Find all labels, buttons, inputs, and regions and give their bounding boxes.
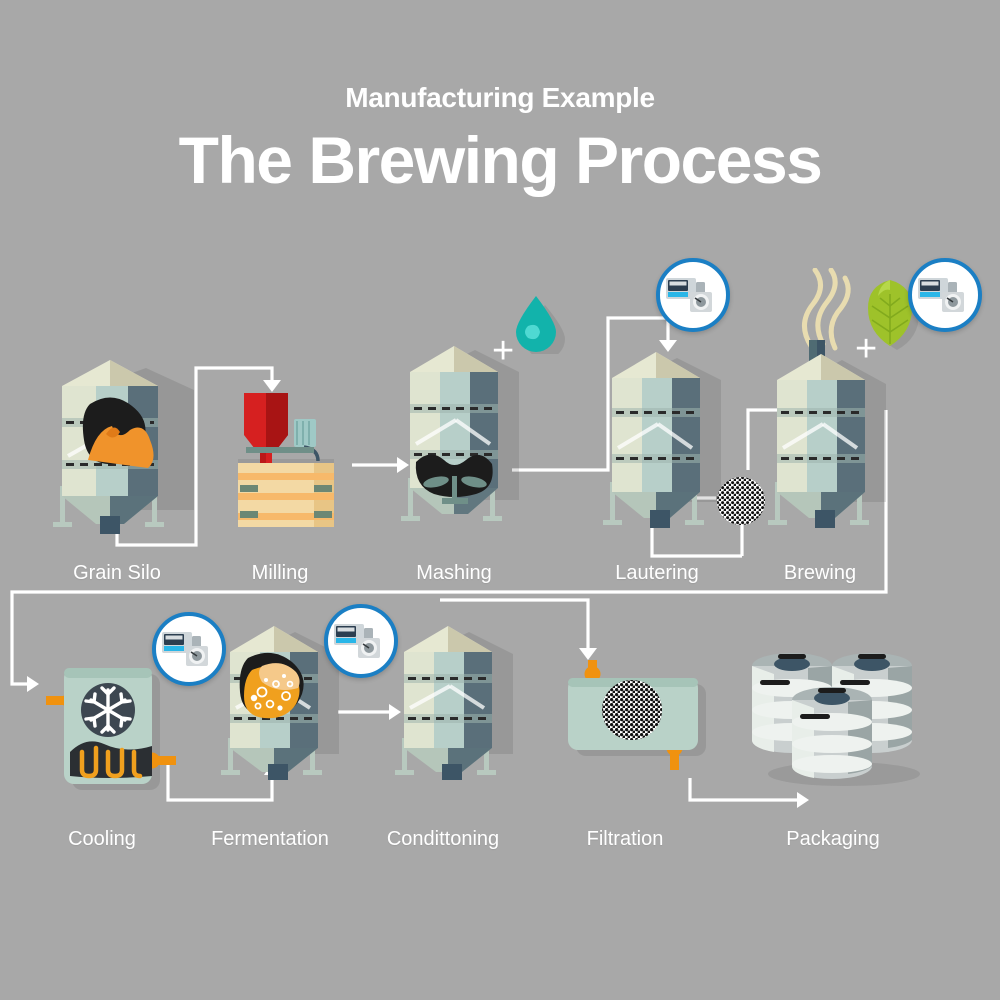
illustration-lautering	[600, 346, 728, 538]
illustration-condittoning	[392, 622, 520, 786]
stage-label-grain-silo: Grain Silo	[73, 562, 161, 584]
illustration-cooling	[46, 660, 176, 792]
sensor-badge-lautering[interactable]	[656, 258, 730, 332]
illustration-grain-silo	[48, 356, 198, 536]
sensor-badge-brewing[interactable]	[908, 258, 982, 332]
stage-label-condittoning: Condittoning	[386, 828, 500, 850]
stage-label-packaging: Packaging	[786, 828, 880, 850]
plus-icon-brewing: +	[855, 328, 878, 370]
subtitle: Manufacturing Example	[345, 82, 655, 113]
illustration-milling	[218, 385, 348, 537]
illustration-brewing	[765, 267, 893, 538]
sensor-badge-fermentation[interactable]	[324, 604, 398, 678]
stage-label-filtration: Filtration	[586, 828, 664, 850]
stage-label-lautering: Lautering	[615, 562, 699, 584]
steam-icon	[802, 267, 851, 351]
keg	[791, 687, 872, 779]
page-title: The Brewing Process	[178, 123, 823, 197]
mesh-screen-icon	[716, 476, 766, 526]
plus-icon-mashing: +	[492, 330, 515, 372]
water-drop-icon	[510, 292, 566, 359]
sensor-badge-cooling[interactable]	[152, 612, 226, 686]
illustration-fermentation	[218, 622, 346, 786]
stage-label-milling: Milling	[251, 562, 309, 584]
stage-label-mashing: Mashing	[416, 562, 492, 584]
stage-label-fermentation: Fermentation	[211, 828, 329, 850]
stage-label-brewing: Brewing	[783, 562, 857, 584]
illustration-mashing	[398, 336, 526, 536]
arrow-head-cooling	[27, 676, 39, 692]
arrow-head-packaging	[797, 792, 809, 808]
illustration-filtration	[550, 648, 720, 788]
stage-label-cooling: Cooling	[68, 828, 136, 850]
title-block: Manufacturing Example The Brewing Proces…	[0, 84, 1000, 195]
illustration-packaging	[744, 648, 924, 788]
